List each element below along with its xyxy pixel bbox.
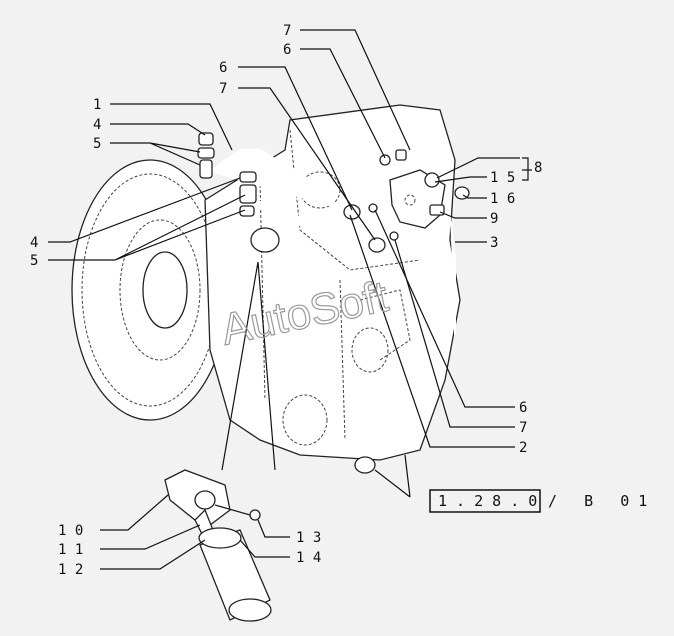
- callout-15: 1 5: [490, 170, 515, 186]
- callout-5-top: 5: [93, 136, 101, 152]
- callout-7-right: 7: [519, 420, 527, 436]
- callout-5-left: 5: [30, 253, 38, 269]
- callout-16: 1 6: [490, 191, 515, 207]
- group-bracket: [522, 157, 529, 181]
- callout-13: 1 3: [296, 530, 321, 546]
- callout-7-top-right: 7: [283, 23, 291, 39]
- callout-6-right: 6: [519, 400, 527, 416]
- leader-lines: [48, 29, 520, 570]
- callout-2: 2: [519, 440, 527, 456]
- reference-code: 1 . 2 8 . 0 / B 0 1: [429, 489, 647, 513]
- oil-filter-assembly: [164, 469, 272, 622]
- oil-pipes: [209, 148, 456, 335]
- callout-7-top: 7: [219, 81, 227, 97]
- callout-3: 3: [490, 235, 498, 251]
- callout-11: 1 1: [58, 542, 83, 558]
- reference-suffix-text: / B 0 1: [548, 492, 647, 510]
- callout-4-top: 4: [93, 117, 101, 133]
- callout-14: 1 4: [296, 550, 321, 566]
- callout-8: 8: [534, 160, 542, 176]
- callout-1: 1: [93, 97, 101, 113]
- reference-box: [429, 489, 541, 513]
- callout-12: 1 2: [58, 562, 83, 578]
- callout-10: 1 0: [58, 523, 83, 539]
- callout-9: 9: [490, 211, 498, 227]
- flywheel-housing: [71, 159, 229, 421]
- callout-4-left: 4: [30, 235, 38, 251]
- callout-6-top: 6: [219, 60, 227, 76]
- callout-labels: 1 4 5 4 5 6 7 7 6 8 1 5 1 6 9 3 6 7 2 1 …: [30, 23, 542, 578]
- pipe-fittings: [197, 132, 407, 253]
- callout-6-top-right: 6: [283, 42, 291, 58]
- reference-code-text: 1 . 2 8 . 0: [438, 492, 537, 510]
